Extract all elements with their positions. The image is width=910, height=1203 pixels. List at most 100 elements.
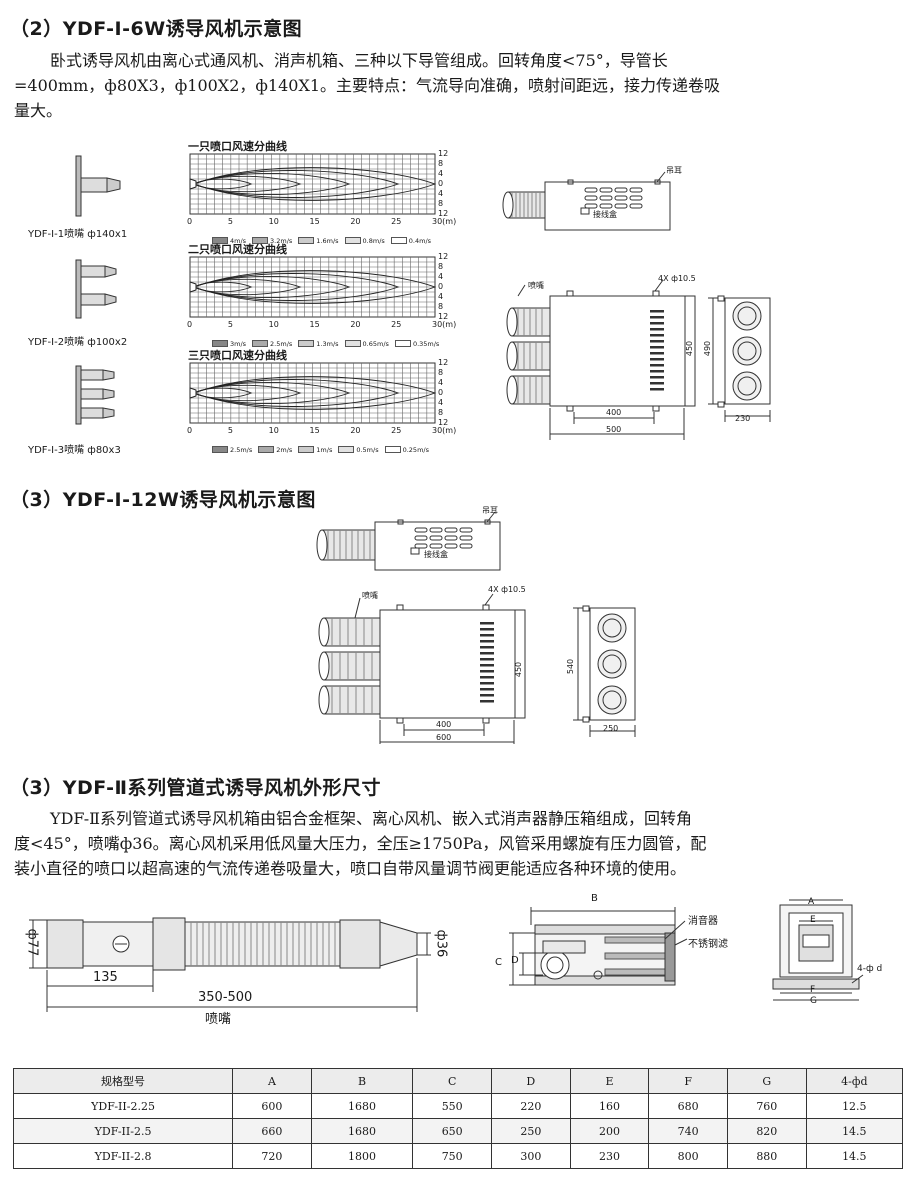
legend-label: 0.5m/s [356, 445, 379, 454]
width-600-dim-2: 600 [436, 733, 452, 742]
legend-swatch [212, 340, 228, 347]
velocity-contour [193, 178, 253, 190]
mounting-holes-label: 4X ф10.5 [658, 274, 696, 283]
velocity-contour [193, 172, 351, 196]
velocity-contour [193, 278, 302, 296]
lug-label: 吊耳 [666, 166, 682, 175]
nozzle-mark [189, 281, 197, 293]
chart-title: 三只喷口风速分曲线 [188, 349, 287, 362]
model-3-caption: YDF-Ⅰ-3喷嘴 ф80x3 [28, 445, 121, 456]
y-tick-label: 0 [438, 282, 444, 291]
legend-item: 0.35m/s [394, 340, 439, 348]
width-400-dim-2: 400 [436, 720, 452, 729]
cell: 820 [726, 1118, 807, 1144]
ydf-1-12w-drawing [316, 511, 526, 744]
nozzle-label-2: 喷嘴 [362, 591, 378, 600]
x-tick-label: 30(m) [432, 320, 457, 329]
para-line: =400mm，ф80X3，ф100X2，ф140X1。主要特点：气流导向准确，喷… [14, 76, 721, 95]
legend-item: 3.2m/s [252, 237, 292, 245]
legend-swatch [344, 237, 361, 244]
fan-box-front-drawing [772, 899, 864, 1001]
legend-item: 3m/s [212, 340, 246, 348]
legend-label: 0.25m/s [402, 445, 429, 454]
y-tick-label: 4 [438, 398, 444, 407]
legend-swatch [394, 340, 411, 347]
x-tick-label: 20 [350, 217, 361, 226]
col-header-g: G [726, 1068, 807, 1094]
dim-d: D [511, 955, 519, 966]
height-450-dim: 450 [685, 340, 695, 357]
y-tick-label: 8 [438, 159, 444, 168]
y-tick-label: 8 [438, 408, 444, 417]
para-line: 量大。 [14, 101, 63, 120]
nozzle-mark [189, 178, 197, 190]
legend-item: 2m/s [258, 446, 292, 454]
table-row: YDF-II-2.5 660 1680 650 250 200 740 820 … [12, 1118, 904, 1144]
legend-label: 3m/s [230, 339, 247, 348]
velocity-contour [193, 384, 302, 402]
legend-swatch [298, 237, 315, 244]
section-3-heading: （3）YDF-Ⅱ系列管道式诱导风机外形尺寸 [10, 777, 382, 799]
section-1-heading: （2）YDF-Ⅰ-6W诱导风机示意图 [10, 18, 303, 40]
legend-label: 0.65m/s [362, 339, 389, 348]
velocity-grid [189, 362, 437, 424]
cell: 680 [648, 1093, 728, 1119]
steel-filter-label: 不锈钢滤 [688, 939, 728, 950]
y-tick-label: 8 [438, 262, 444, 271]
x-tick-label: 0 [187, 320, 193, 329]
col-header-a: A [232, 1068, 312, 1094]
cell: 250 [491, 1118, 571, 1144]
cell: 14.5 [805, 1118, 904, 1144]
table-header-row: 规格型号 A B C D E F G 4-фd [12, 1068, 904, 1094]
ydf-1-6w-drawing [502, 171, 771, 440]
cell: 1680 [310, 1093, 414, 1119]
col-header-e: E [569, 1068, 650, 1094]
legend-item: 2.5m/s [212, 446, 252, 454]
velocity-contour [193, 381, 351, 405]
legend-item: 2.5m/s [252, 340, 292, 348]
nozzle-models-illustration [75, 155, 121, 425]
x-tick-label: 10 [268, 320, 279, 329]
x-tick-label: 5 [227, 320, 233, 329]
junction-box-label: 接线盒 [593, 210, 617, 219]
cell: 740 [648, 1118, 728, 1144]
x-tick-label: 30(m) [432, 426, 457, 435]
velocity-contour [193, 281, 253, 293]
y-tick-label: 4 [438, 292, 444, 301]
velocity-grid [189, 256, 437, 318]
height-450-dim-2: 450 [514, 661, 524, 678]
legend-swatch [390, 237, 407, 244]
legend-swatch [212, 446, 228, 453]
cell: 800 [648, 1143, 728, 1169]
y-tick-label: 4 [438, 378, 444, 387]
width-400-dim: 400 [606, 408, 622, 417]
x-tick-label: 20 [350, 320, 361, 329]
duct-nozzle-drawing [29, 917, 431, 1012]
cell: 650 [412, 1118, 493, 1144]
legend-label: 2.5m/s [270, 339, 293, 348]
width-250-dim: 250 [603, 724, 619, 733]
col-header-holes: 4-фd [805, 1068, 904, 1094]
legend-label: 2.5m/s [230, 445, 253, 454]
legend-swatch [212, 237, 228, 244]
cell: 750 [412, 1143, 493, 1169]
legend-item: 0.8m/s [344, 237, 385, 245]
legend-label: 1m/s [316, 445, 333, 454]
cell: 660 [232, 1118, 312, 1144]
y-tick-label: 12 [438, 209, 449, 218]
velocity-contour [193, 387, 253, 399]
cell: 230 [569, 1143, 650, 1169]
legend-label: 2m/s [276, 445, 293, 454]
y-tick-label: 12 [438, 418, 449, 427]
col-header-b: B [310, 1068, 414, 1094]
chart-title: 二只喷口风速分曲线 [188, 243, 287, 256]
cell: 550 [412, 1093, 493, 1119]
x-tick-label: 25 [391, 426, 402, 435]
table-row: YDF-II-2.8 720 1800 750 300 230 800 880 … [12, 1143, 904, 1169]
nozzle-mark [189, 387, 197, 399]
cell: 200 [569, 1118, 650, 1144]
chart-title: 一只喷口风速分曲线 [188, 140, 287, 153]
legend-item: 1.6m/s [298, 237, 339, 245]
